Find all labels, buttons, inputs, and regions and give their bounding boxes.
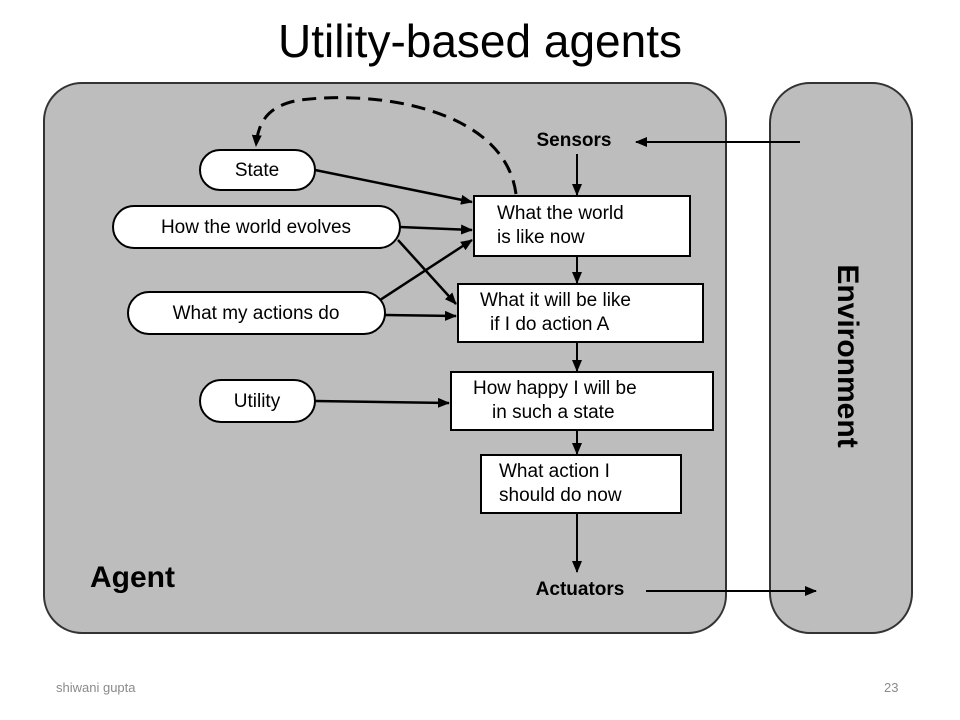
state-node-actions-do <box>127 291 386 335</box>
box-action-line-2: should do now <box>499 485 622 506</box>
agent-panel <box>43 82 727 634</box>
state-node-world-evolves-label: How the world evolves <box>161 217 351 238</box>
actuators-label: Actuators <box>536 579 625 600</box>
box-action-line-1: What action I <box>499 461 610 482</box>
box-world-now-line-1: What the world <box>497 203 624 224</box>
slide-title: Utility-based agents <box>278 15 682 67</box>
footer-page-number: 23 <box>884 680 899 695</box>
state-node-utility-label: Utility <box>234 391 281 412</box>
box-will-be-line-2: if I do action A <box>490 314 610 335</box>
box-action <box>480 454 682 514</box>
footer-author: shiwani gupta <box>56 680 136 695</box>
box-world-now-label: What the world is like now <box>497 203 629 248</box>
box-world-now <box>473 195 691 257</box>
box-how-happy <box>450 371 714 431</box>
box-action-label: What action I should do now <box>499 461 622 506</box>
arrow-evolves-to-will-be <box>397 239 457 305</box>
environment-label: Environment <box>831 264 864 447</box>
box-will-be <box>457 283 704 343</box>
environment-panel <box>769 82 913 634</box>
arrow-evolves-to-world-now <box>399 224 473 235</box>
box-world-now-line-2: is like now <box>497 227 585 248</box>
arrow-feedback-to-state <box>251 96 518 195</box>
arrow-actions-to-will-be <box>384 310 457 321</box>
box-will-be-line-1: What it will be like <box>480 290 631 311</box>
box-will-be-label: What it will be like if I do action A <box>480 290 636 335</box>
arrow-state-to-world-now <box>314 168 473 205</box>
sensors-label: Sensors <box>537 130 612 151</box>
box-how-happy-label: How happy I will be in such a state <box>473 378 642 423</box>
box-how-happy-line-2: in such a state <box>492 402 615 423</box>
box-how-happy-line-1: How happy I will be <box>473 378 637 399</box>
agent-label: Agent <box>90 561 175 594</box>
state-node-state-label: State <box>235 160 279 181</box>
state-node-actions-do-label: What my actions do <box>173 303 340 324</box>
arrow-utility-to-how-happy <box>314 397 450 408</box>
arrow-actions-to-world-now <box>379 238 473 302</box>
